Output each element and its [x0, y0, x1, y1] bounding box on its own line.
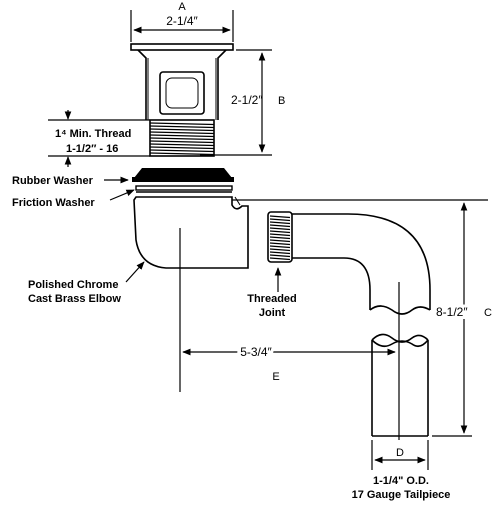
friction-washer-part — [135, 185, 233, 193]
friction-washer-label: Friction Washer — [12, 197, 95, 209]
strainer-body — [130, 43, 234, 120]
rubber-washer-label: Rubber Washer — [12, 175, 94, 187]
joint-thread-ridge — [269, 245, 291, 249]
dimension-d — [371, 440, 429, 470]
elbow-label-line2: Cast Brass Elbow — [28, 293, 121, 305]
thread-ridge — [149, 140, 215, 144]
thread-ridge — [149, 137, 215, 141]
thread-ridge — [149, 134, 215, 138]
joint-thread-ridge — [269, 224, 291, 228]
threaded-joint-part — [267, 211, 293, 263]
thread-ridge — [149, 128, 215, 132]
thread-label-line2: 1-1/2″ - 16 — [66, 143, 118, 155]
joint-label-line1: Threaded — [247, 293, 297, 305]
tailpiece-part — [371, 333, 429, 437]
joint-thread-ridge — [269, 236, 291, 240]
joint-thread-ridge — [269, 248, 291, 252]
joint-thread-ridge — [269, 251, 291, 255]
joint-thread-ridge — [269, 215, 291, 219]
joint-label-line2: Joint — [259, 307, 286, 319]
tailpiece-label-line1: 1-1/4" O.D. — [373, 475, 429, 487]
dim-e-letter: E — [272, 371, 279, 383]
dim-d-letter: D — [396, 447, 404, 459]
thread-section — [149, 119, 215, 157]
friction-washer-leader — [109, 189, 135, 201]
elbow-label-line1: Polished Chrome — [28, 279, 118, 291]
joint-thread-ridge — [269, 221, 291, 225]
thread-ridge — [149, 146, 215, 150]
dim-c-letter: C — [484, 307, 492, 319]
joint-thread-ridge — [269, 233, 291, 237]
thread-ridge — [149, 125, 215, 129]
dimension-c — [232, 199, 488, 437]
tailpiece-label-line2: 17 Gauge Tailpiece — [352, 489, 451, 501]
dim-e-value: 5-3/4″ — [240, 345, 272, 359]
thread-ridge — [149, 122, 215, 126]
joint-thread-ridge — [269, 227, 291, 231]
thread-ridge — [149, 131, 215, 135]
joint-thread-ridge — [269, 242, 291, 246]
joint-thread-ridge — [269, 230, 291, 234]
dim-b-letter: B — [278, 95, 285, 107]
dim-b-value: 2-1/2″ — [231, 93, 263, 107]
rubber-washer-part — [132, 168, 234, 182]
thread-label-line1: 1⁴ Min. Thread — [55, 128, 131, 140]
dim-a-value: 2-1/4″ — [166, 14, 198, 28]
thread-ridge — [149, 152, 215, 156]
dim-c-value: 8-1/2″ — [436, 305, 468, 319]
joint-thread-ridge — [269, 257, 291, 261]
elbow-part — [133, 196, 249, 269]
joint-thread-ridge — [269, 218, 291, 222]
dimension-thread — [48, 110, 150, 167]
thread-ridge — [149, 149, 215, 153]
dimension-b — [200, 49, 272, 156]
thread-ridge — [149, 143, 215, 147]
dim-a-letter: A — [178, 1, 186, 13]
joint-thread-ridge — [269, 254, 291, 258]
bend-pipe — [292, 213, 431, 315]
joint-thread-ridge — [269, 239, 291, 243]
elbow-leader — [125, 261, 145, 283]
dimension-a — [130, 10, 234, 42]
